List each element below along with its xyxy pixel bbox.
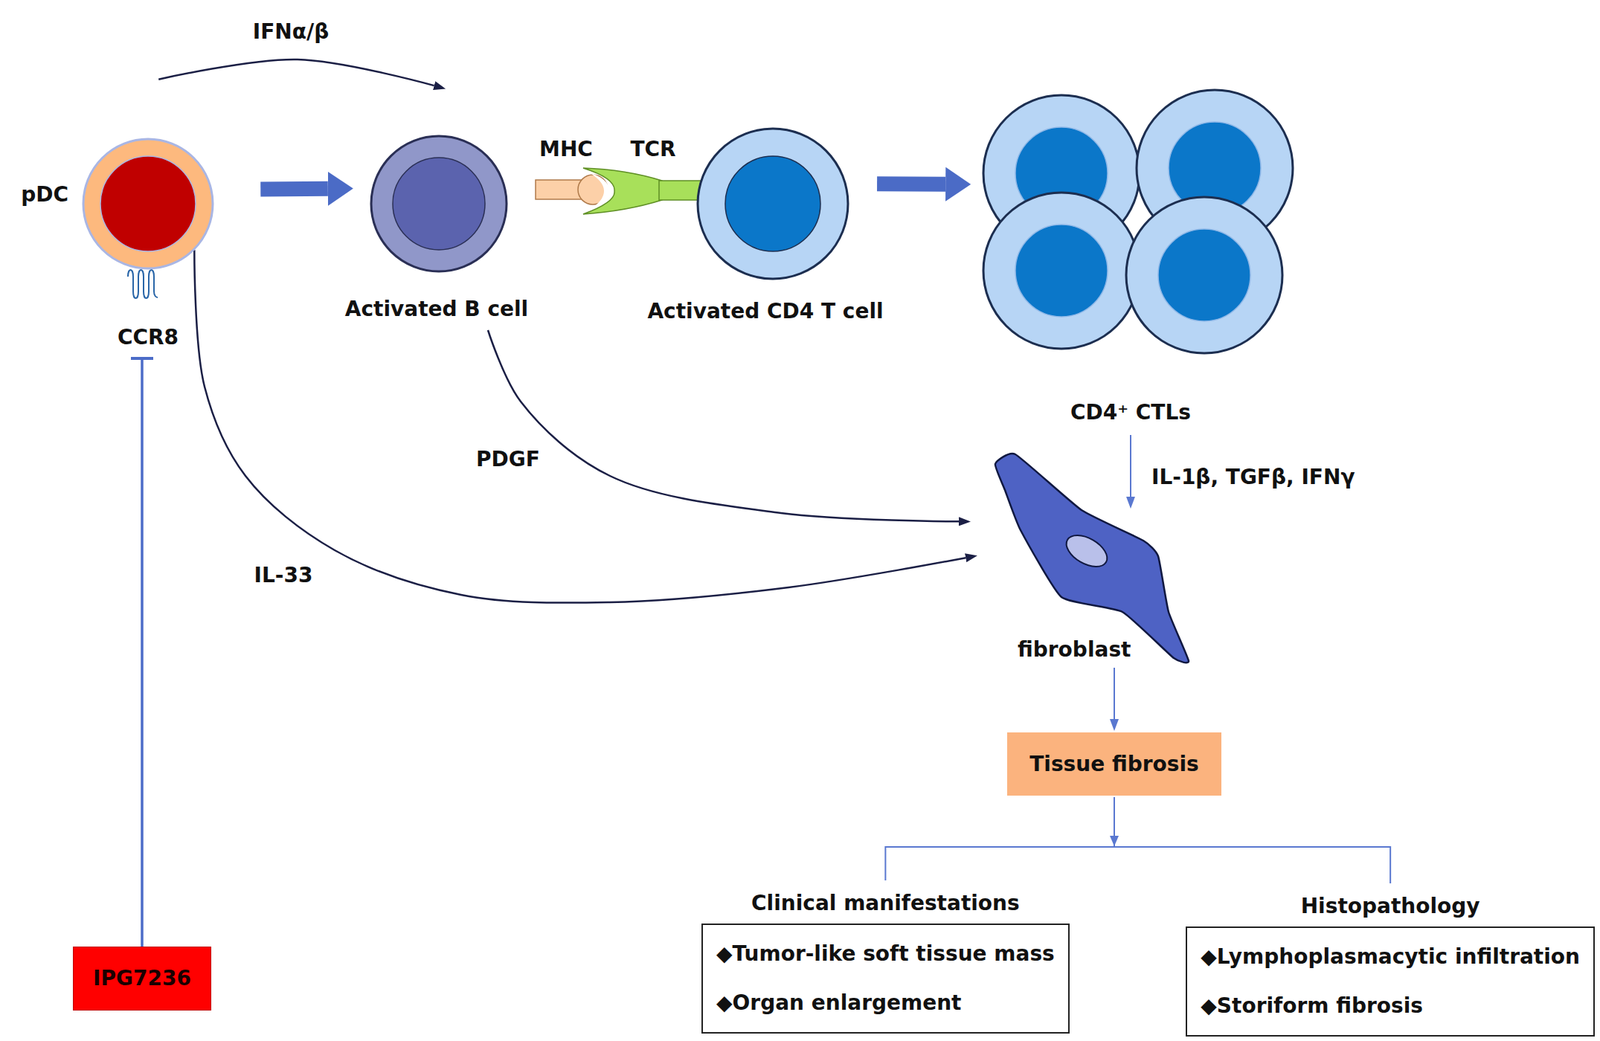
ctl-cluster: CD4⁺ CTLs	[981, 88, 1295, 355]
cell-membrane	[371, 136, 507, 272]
b-cell: Activated B cell	[369, 134, 509, 273]
ctl-membrane	[983, 192, 1140, 349]
process-box: Tissue fibrosis	[1007, 732, 1221, 796]
cell-shape	[696, 127, 850, 281]
arrow-connector	[885, 797, 1115, 881]
tcr-groove	[589, 172, 610, 210]
cell-membrane	[697, 128, 848, 279]
arrow-connector	[1129, 435, 1132, 497]
box-text: Tissue fibrosis	[1029, 744, 1199, 785]
cell-label: pDC	[20, 182, 69, 207]
arrow-connector	[194, 249, 966, 603]
arrow-head	[1109, 836, 1119, 847]
cell-label: Activated B cell	[345, 296, 529, 322]
tcr-crescent	[583, 168, 663, 215]
cell-label: fibroblast	[1017, 637, 1131, 663]
box-text: ◆Tumor-like soft tissue mass	[716, 929, 1055, 979]
t-cell: Activated CD4 T cell	[696, 127, 850, 281]
signal-label: PDGF	[473, 447, 543, 472]
cell-membrane	[83, 139, 213, 269]
arrow-connector	[487, 330, 959, 522]
ctl-nucleus	[1158, 229, 1251, 322]
pdc-cell: pDCCCR8	[81, 137, 215, 271]
ctl-nucleus	[1015, 224, 1108, 317]
cell-nucleus	[725, 156, 821, 252]
ccr8-receptor	[127, 270, 158, 299]
ctl-membrane	[1126, 197, 1283, 354]
inhibition-bar	[130, 357, 154, 361]
drug-box: IPG7236	[72, 946, 212, 1011]
cell-label: CD4⁺ CTLs	[1070, 400, 1191, 425]
feature-box: Clinical manifestations◆Tumor-like soft …	[701, 923, 1070, 1034]
box-text: ◆Organ enlargement	[716, 978, 1055, 1028]
block-arrow	[876, 176, 946, 192]
molecule-label: MHC	[537, 136, 596, 162]
mhc-molecule	[535, 180, 582, 200]
box-text: ◆Storiform fibrosis	[1200, 981, 1580, 1031]
box-text: ◆Lymphoplasmacytic infiltration	[1200, 932, 1580, 982]
inhibition-line	[140, 358, 144, 947]
cell-nucleus	[392, 157, 485, 250]
arrow-connector	[1113, 667, 1116, 720]
receptor-label: CCR8	[117, 325, 179, 350]
block-arrow	[260, 181, 329, 198]
tcr-stalk	[659, 180, 701, 201]
molecule-label: TCR	[627, 136, 678, 162]
cell-shape	[369, 134, 509, 273]
arrow-connector	[1114, 797, 1391, 884]
box-heading: Histopathology	[1300, 894, 1481, 920]
box-heading: Clinical manifestations	[751, 891, 1020, 917]
cell-nucleus	[100, 156, 196, 252]
signal-label: IL-33	[252, 563, 316, 588]
feature-box: Histopathology◆Lymphoplasmacytic infiltr…	[1185, 926, 1595, 1037]
cell-shape	[81, 137, 215, 271]
signal-label: IL-1β, TGFβ, IFNγ	[1149, 464, 1357, 490]
cell-shape	[981, 88, 1295, 355]
mhc-tcr-contact	[535, 168, 701, 215]
cell-label: Activated CD4 T cell	[647, 299, 883, 324]
signal-label: IFNα/β	[250, 19, 332, 44]
fibroblast-nucleus	[1061, 528, 1113, 573]
arrow-connector	[158, 59, 434, 86]
box-text: IPG7236	[92, 964, 192, 994]
